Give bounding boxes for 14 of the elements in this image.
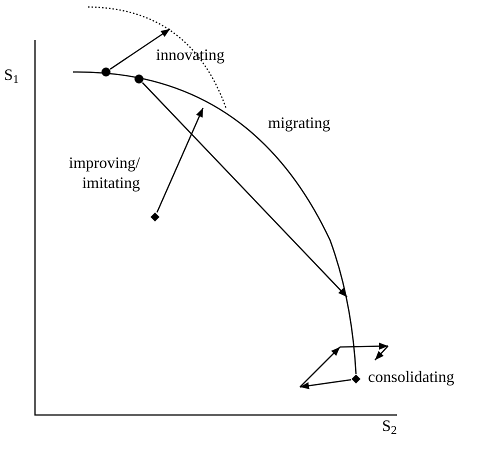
arrow — [110, 28, 170, 70]
arrow — [156, 108, 204, 213]
arrow — [142, 82, 348, 298]
edge-label: improving/ imitating — [68, 154, 140, 194]
edge-label: innovating — [156, 46, 226, 66]
diamond-marker — [351, 374, 361, 384]
dot-marker — [134, 74, 144, 84]
diamond-marker — [150, 212, 160, 222]
point-label: consolidating — [368, 369, 456, 387]
arrow — [300, 379, 352, 390]
dot-marker — [101, 67, 111, 77]
axis-label: S$_{2}$ — [382, 418, 397, 436]
edge-label: migrating — [268, 114, 332, 134]
axis-label: S$_{1}$ — [4, 67, 19, 85]
